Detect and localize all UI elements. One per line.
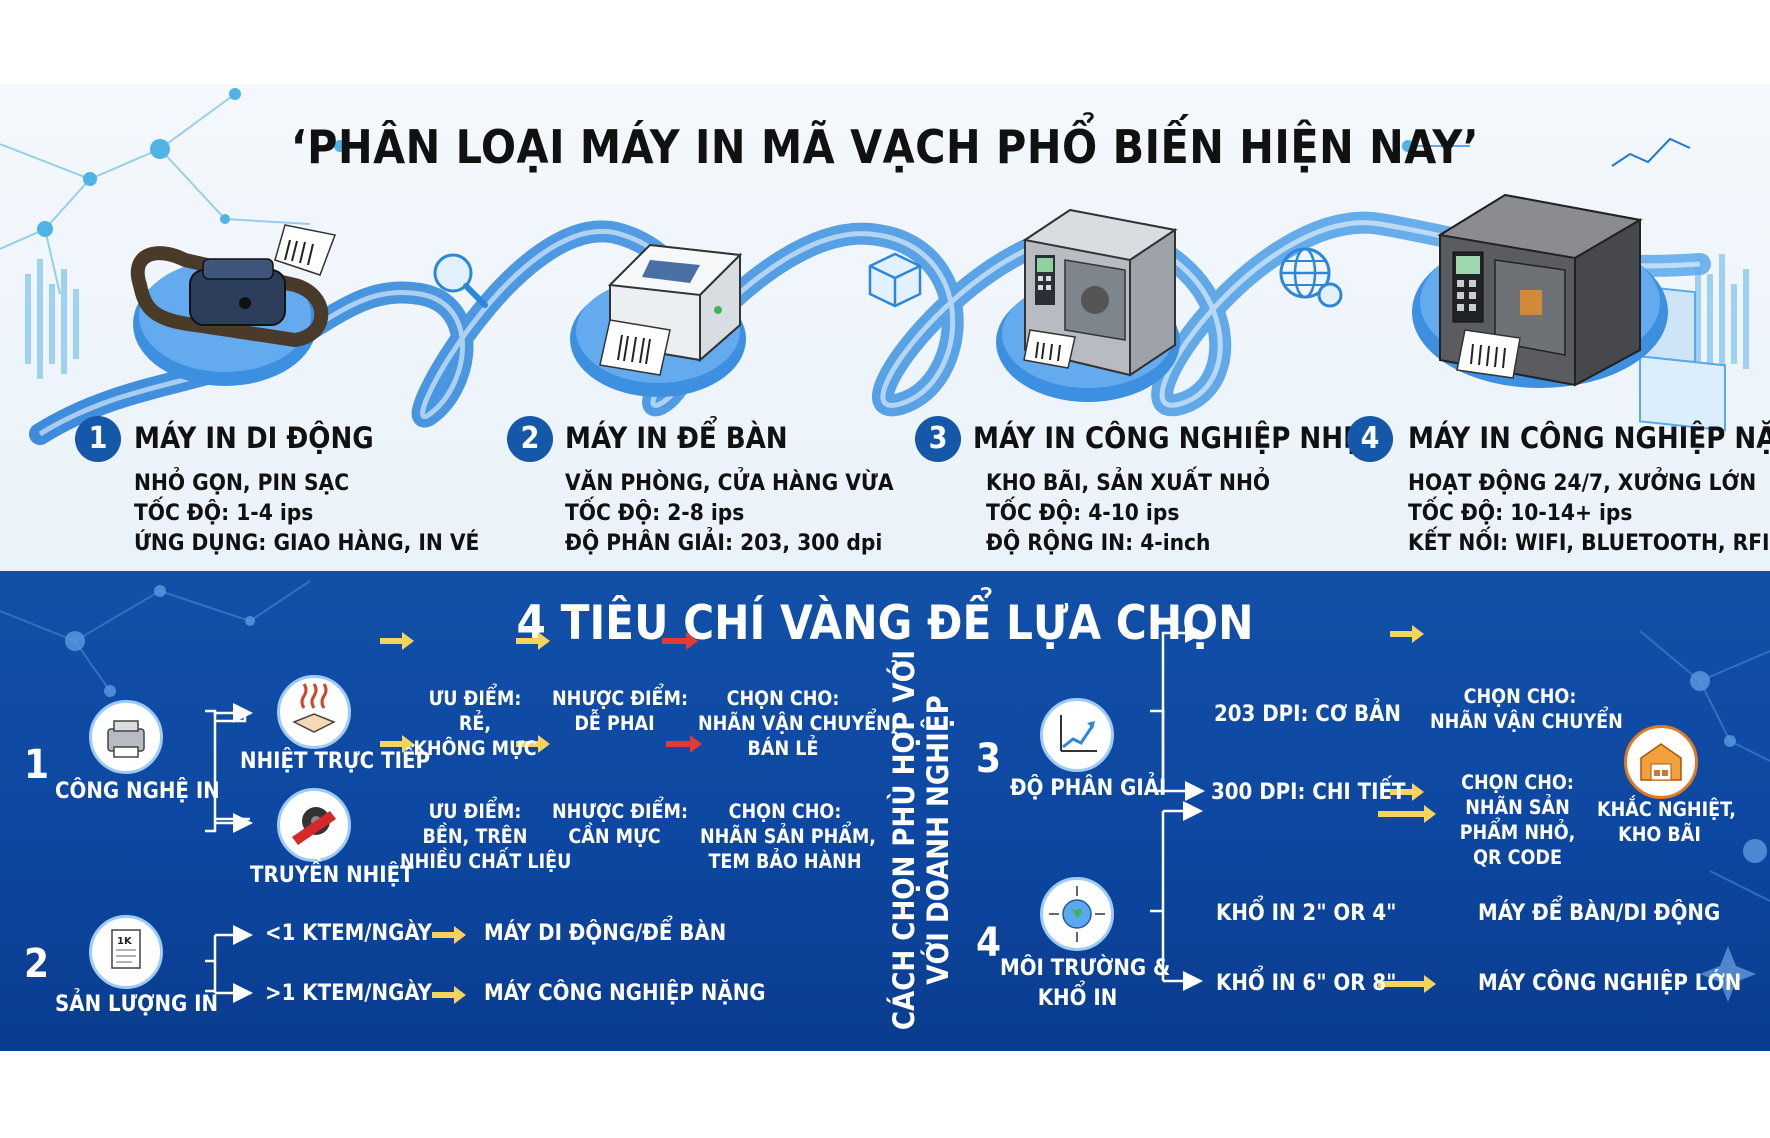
transfer-choose: CHỌN CHO:NHÃN SẢN PHẨM,TEM BẢO HÀNH <box>700 800 876 873</box>
criterion-4-number: 4 <box>976 920 1002 966</box>
volume-high-result: MÁY CÔNG NGHIỆP NẶNG <box>484 981 766 1006</box>
printer-1-name: MÁY IN DI ĐỘNG <box>134 421 374 455</box>
globe-gear-icon <box>1279 247 1343 308</box>
printer-2-line-3: ĐỘ PHÂN GIẢI: 203, 300 dpi <box>565 530 883 556</box>
environment-globe-icon <box>1040 877 1114 951</box>
heat-direct-thermal-icon <box>277 675 351 749</box>
size-small-result: MÁY ĐỂ BÀN/DI ĐỘNG <box>1478 901 1721 926</box>
bottom-network-decoration <box>0 580 1770 1002</box>
light-industrial-printer-icon <box>1022 208 1178 377</box>
criterion-4-label: MÔI TRƯỜNG &KHỔ IN <box>1000 956 1171 1011</box>
dpi-203-choose: CHỌN CHO:NHÃN VẬN CHUYỂN <box>1430 685 1623 733</box>
printer-1-number: 1 <box>75 416 121 462</box>
harsh-warehouse-label: KHẮC NGHIỆT,KHO BÃI <box>1597 798 1736 846</box>
printer-4-line-1: HOẠT ĐỘNG 24/7, XƯỞNG LỚN <box>1408 470 1757 496</box>
heavy-industrial-printer-icon <box>1437 193 1643 387</box>
printer-3-line-2: TỐC ĐỘ: 4-10 ips <box>986 500 1180 526</box>
printer-4-line-2: TỐC ĐỘ: 10-14+ ips <box>1408 500 1633 526</box>
printer-3-line-1: KHO BÃI, SẢN XUẤT NHỎ <box>986 470 1271 496</box>
criterion-1-label: CÔNG NGHỆ IN <box>55 779 220 804</box>
direct-choose: CHỌN CHO:NHÃN VẬN CHUYỂN,BÁN LẺ <box>698 687 898 760</box>
dpi-203-label: 203 DPI: CƠ BẢN <box>1214 702 1401 727</box>
printer-2-name: MÁY IN ĐỂ BÀN <box>565 421 788 455</box>
printer-2-number: 2 <box>507 416 553 462</box>
printer-4-line-3: KẾT NỐI: WIFI, BLUETOOTH, RFID <box>1408 530 1770 556</box>
criterion-2-number: 2 <box>24 941 50 987</box>
resolution-chart-icon <box>1040 698 1114 772</box>
size-small-condition: KHỔ IN 2" OR 4" <box>1216 901 1397 926</box>
printer-2-line-2: TỐC ĐỘ: 2-8 ips <box>565 500 745 526</box>
printer-1-line-2: TỐC ĐỘ: 1-4 ips <box>134 500 314 526</box>
direct-cons: NHƯỢC ĐIỂM:DỄ PHAI <box>552 687 689 735</box>
printer-2-line-1: VĂN PHÒNG, CỬA HÀNG VỪA <box>565 470 894 496</box>
volume-low-result: MÁY DI ĐỘNG/ĐỂ BÀN <box>484 921 727 946</box>
criterion-2-label: SẢN LƯỢNG IN <box>55 992 219 1017</box>
printer-4-name: MÁY IN CÔNG NGHIỆP NẶNG <box>1408 421 1770 455</box>
direct-pros: ƯU ĐIỂM:RẺ,KHÔNG MỰC <box>413 687 537 760</box>
yellow-arrows <box>380 625 1436 1004</box>
transfer-cons: NHƯỢC ĐIỂM:CẦN MỰC <box>552 800 689 848</box>
printer-4-number: 4 <box>1347 416 1393 462</box>
size-large-condition: KHỔ IN 6" OR 8" <box>1216 971 1397 996</box>
criterion-1-number: 1 <box>24 742 50 788</box>
direct-thermal-label: NHIỆT TRỰC TIẾP <box>240 749 430 774</box>
red-arrows <box>662 632 702 753</box>
package-box-icon <box>868 252 922 308</box>
mobile-printer-icon <box>130 224 337 348</box>
volume-high-condition: >1 KTEM/NGÀY <box>265 981 432 1006</box>
page-title: ‘PHÂN LOẠI MÁY IN MÃ VẠCH PHỔ BIẾN HIỆN … <box>290 120 1480 174</box>
volume-low-condition: <1 KTEM/NGÀY <box>265 921 432 946</box>
output-volume-icon: 1K <box>89 915 163 989</box>
ribbon-thermal-transfer-icon <box>277 788 351 862</box>
magnifier-icon <box>433 253 488 308</box>
printer-1-line-1: NHỎ GỌN, PIN SẠC <box>134 470 350 496</box>
criteria-title: 4 TIÊU CHÍ VÀNG ĐỂ LỰA CHỌN <box>516 596 1254 651</box>
printer-3-line-3: ĐỘ RỘNG IN: 4-inch <box>986 530 1211 556</box>
printer-3-name: MÁY IN CÔNG NGHIỆP NHẸ <box>973 421 1361 455</box>
criterion-3-number: 3 <box>976 736 1002 782</box>
desktop-printer-icon <box>599 243 743 376</box>
printer-tech-icon <box>89 700 163 774</box>
printer-1-line-3: ỨNG DỤNG: GIAO HÀNG, IN VÉ <box>134 530 480 556</box>
size-large-result: MÁY CÔNG NGHIỆP LỚN <box>1478 971 1742 996</box>
criterion-3-label: ĐỘ PHÂN GIẢI <box>1010 776 1167 801</box>
output-volume-icon-text: 1K <box>117 936 133 947</box>
printer-3-number: 3 <box>915 416 961 462</box>
flow-connectors <box>205 623 1436 1004</box>
thermal-transfer-label: TRUYỀN NHIỆT <box>250 863 414 888</box>
dpi-300-label: 300 DPI: CHI TIẾT <box>1211 780 1406 805</box>
warehouse-icon <box>1624 725 1698 799</box>
